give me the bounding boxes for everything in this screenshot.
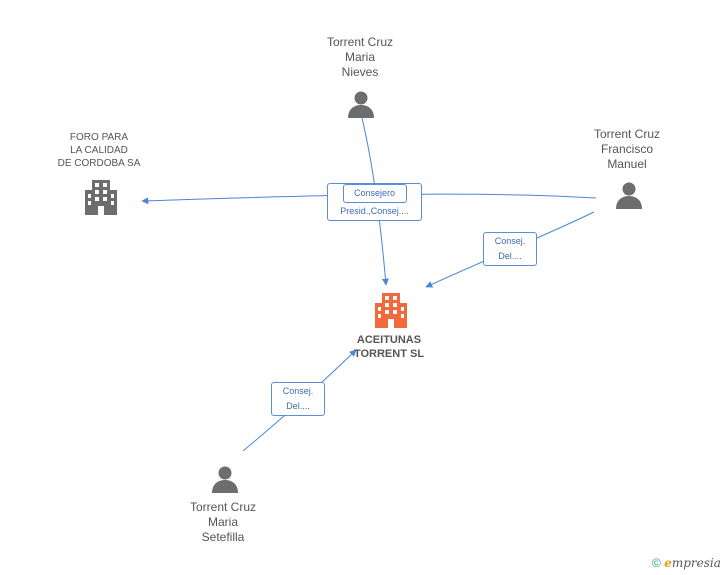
node-label-company-main[interactable]: ACEITUNAS TORRENT SL xyxy=(354,333,424,361)
node-label-person-nieves[interactable]: Torrent Cruz Maria Nieves xyxy=(327,35,393,80)
label-line: Setefilla xyxy=(201,530,245,544)
node-label-company-foro[interactable]: FORO PARA LA CALIDAD DE CORDOBA SA xyxy=(58,131,141,170)
person-icon[interactable] xyxy=(614,180,644,210)
copyright-icon: © xyxy=(652,556,661,570)
person-icon[interactable] xyxy=(346,89,376,119)
label-line: Manuel xyxy=(607,157,647,171)
label-line: Torrent Cruz xyxy=(189,500,257,514)
edge-label-line: Consej. xyxy=(494,236,526,246)
label-line: Torrent Cruz xyxy=(326,35,394,49)
building-icon[interactable] xyxy=(85,180,117,215)
label-line: Maria xyxy=(207,515,238,529)
node-label-person-setefilla[interactable]: Torrent Cruz Maria Setefilla xyxy=(190,500,256,545)
edge-label-line: Consej. xyxy=(282,386,314,396)
copyright-notice: © empresia xyxy=(652,556,721,570)
label-line: Maria xyxy=(344,50,375,64)
edge-label-line: Del.... xyxy=(286,401,310,411)
edge-label-setefilla-main[interactable]: Consej. Del.... xyxy=(271,382,325,416)
brand-logo[interactable]: empresia xyxy=(664,556,721,570)
node-label-person-francisco[interactable]: Torrent Cruz Francisco Manuel xyxy=(594,127,660,172)
label-line: Nieves xyxy=(341,65,379,79)
main-company-building-icon[interactable] xyxy=(375,293,407,328)
label-line: DE CORDOBA SA xyxy=(57,158,141,169)
label-line: Torrent Cruz xyxy=(593,127,661,141)
label-line: Francisco xyxy=(600,142,653,156)
label-line: FORO PARA xyxy=(69,132,129,143)
edge-label-line: Consejero xyxy=(342,184,407,203)
edge-label-line: Del.... xyxy=(498,251,522,261)
person-icon[interactable] xyxy=(210,464,240,494)
label-line: TORRENT SL xyxy=(353,348,425,360)
label-line: LA CALIDAD xyxy=(70,145,128,156)
edge-label-line: Presid.,Consej.... xyxy=(340,206,409,216)
edge-label-francisco-main[interactable]: Consej. Del.... xyxy=(483,232,537,266)
label-line: ACEITUNAS xyxy=(356,334,422,346)
edge-label-nieves-main[interactable]: Consejero Presid.,Consej.... xyxy=(327,183,422,221)
